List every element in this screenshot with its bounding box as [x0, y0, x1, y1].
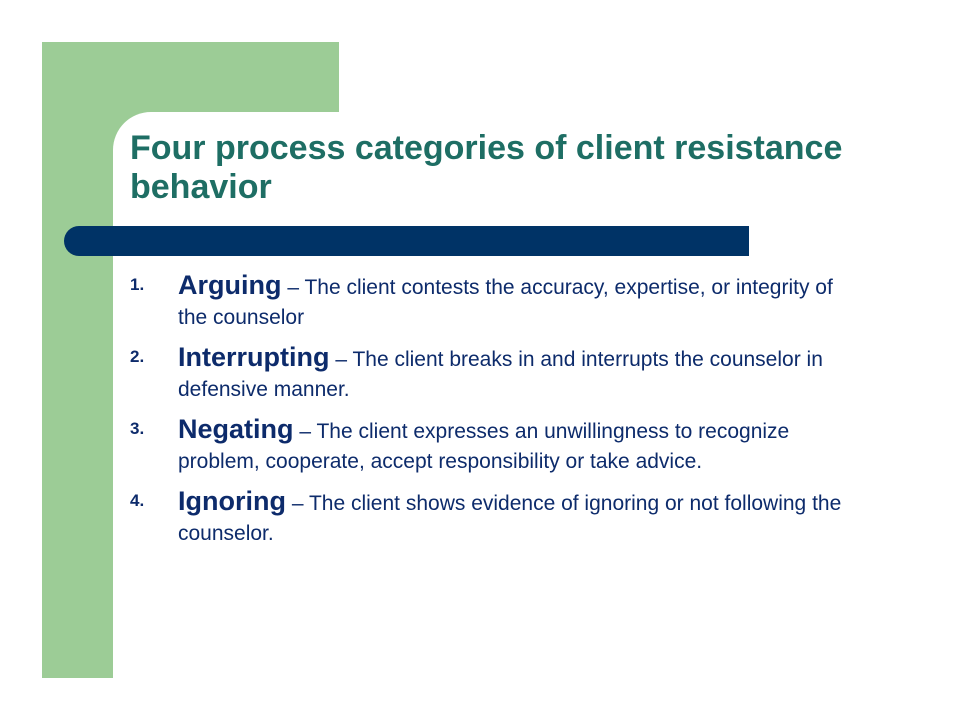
list-item-number: 2.: [130, 347, 145, 366]
list-item-description: – The client breaks in and interrupts th…: [178, 348, 823, 401]
slide-title: Four process categories of client resist…: [130, 129, 843, 206]
behavior-list: 1. Arguing – The client contests the accu…: [130, 270, 850, 558]
list-item-term: Interrupting: [178, 342, 330, 372]
list-item-arguing: 1. Arguing – The client contests the accu…: [130, 270, 850, 333]
list-item-description: – The client contests the accuracy, expe…: [178, 276, 833, 329]
list-item-description: – The client expresses an unwillingness …: [178, 420, 790, 473]
list-item-term: Arguing: [178, 270, 282, 300]
list-item-number: 4.: [130, 491, 145, 510]
list-item-interrupting: 2. Interrupting – The client breaks in an…: [130, 342, 850, 405]
list-item-number: 1.: [130, 275, 145, 294]
list-item-term: Negating: [178, 414, 294, 444]
list-item-ignoring: 4. Ignoring – The client shows evidence o…: [130, 486, 850, 549]
list-item-description: – The client shows evidence of ignoring …: [178, 492, 842, 545]
list-item-number: 3.: [130, 419, 145, 438]
content-panel: [113, 112, 933, 692]
list-item-negating: 3. Negating – The client expresses an unw…: [130, 414, 850, 477]
list-item-term: Ignoring: [178, 486, 286, 516]
title-divider-bar: [64, 226, 749, 256]
